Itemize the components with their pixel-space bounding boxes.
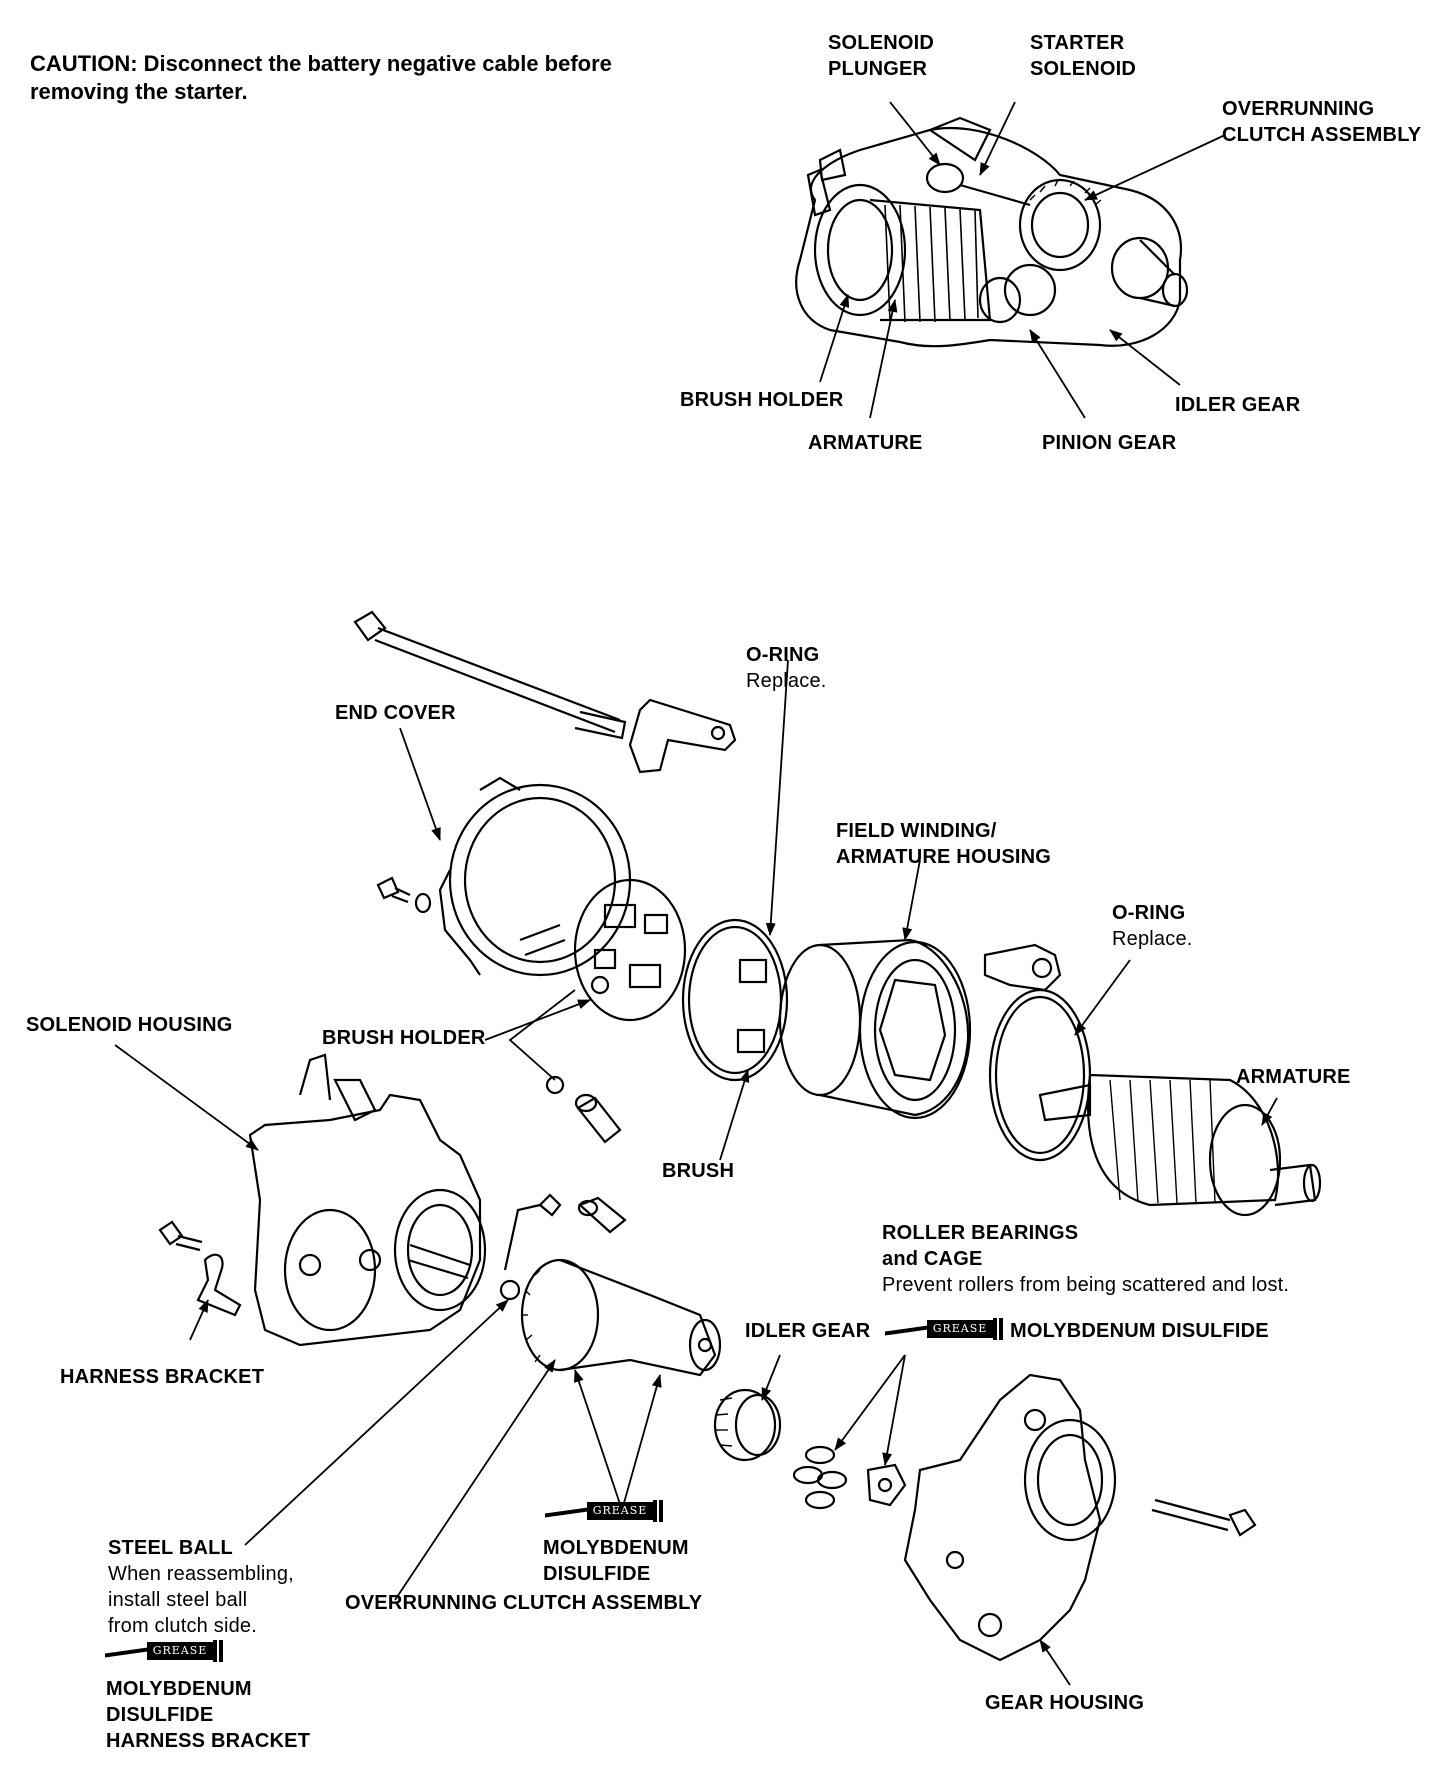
label-pinion-gear-top: PINION GEAR [1042,432,1177,454]
assembled-starter [795,116,1189,348]
o-ring-1-inner [687,925,783,1075]
label-o-ring-2: O-RING Replace. [1112,900,1193,952]
label-field-winding-text: FIELD WINDING/ ARMATURE HOUSING [836,820,1052,868]
steel-ball-part [499,1279,521,1301]
grease-tag-mid: GREASE [587,1502,653,1520]
label-idler-gear: IDLER GEAR [745,1320,871,1342]
label-roller-bearings-note: Prevent rollers from being scattered and… [882,1274,1290,1296]
label-overrunning-clutch-top: OVERRUNNING CLUTCH ASSEMBLY [1222,96,1421,148]
field-winding-housing [778,938,972,1120]
label-armature: ARMATURE [1236,1066,1351,1088]
label-o-ring-1-title: O-RING [746,644,820,666]
solenoid-housing-part [248,1053,487,1347]
label-o-ring-1: O-RING Replace. [746,642,827,694]
brush-part-1 [738,958,768,984]
roller-bearings-part [792,1445,907,1510]
label-steel-ball-title: STEEL BALL [108,1537,233,1559]
label-steel-ball: STEEL BALL When reassembling, install st… [108,1535,294,1639]
harness-bracket-part [196,1253,242,1317]
label-gear-housing: GEAR HOUSING [985,1692,1145,1714]
gear-housing-part [903,1373,1117,1662]
grease-icon-mid: GREASE [545,1500,665,1524]
label-o-ring-2-title: O-RING [1112,902,1186,924]
brush-part-2 [736,1028,766,1054]
label-brush: BRUSH [662,1160,735,1182]
label-harness-bracket: HARNESS BRACKET [60,1366,265,1388]
grease-icon-top: GREASE [885,1318,1005,1342]
brush-holder-part [573,878,687,1022]
terminal-part [983,943,1062,992]
label-roller-bearings-title: ROLLER BEARINGS and CAGE [882,1222,1079,1270]
label-overrunning-clutch-top-text: OVERRUNNING CLUTCH ASSEMBLY [1222,98,1422,146]
label-end-cover: END COVER [335,702,456,724]
end-cover-part [438,776,632,977]
leader-lines [114,101,1278,1686]
caution-note: CAUTION: Disconnect the battery negative… [30,51,612,104]
label-molybdenum-mid-text: MOLYBDENUM DISULFIDE [543,1537,689,1585]
solenoid-bolt [158,1220,203,1252]
o-ring-1-part [681,918,789,1082]
label-molybdenum-bottom: MOLYBDENUM DISULFIDE HARNESS BRACKET [106,1676,310,1754]
solenoid-screws [503,1193,627,1271]
label-overrunning-clutch: OVERRUNNING CLUTCH ASSEMBLY [345,1592,703,1614]
idler-gear-part [713,1388,782,1462]
armature-part [1038,1073,1322,1217]
label-solenoid-housing: SOLENOID HOUSING [26,1014,233,1036]
label-field-winding: FIELD WINDING/ ARMATURE HOUSING [836,818,1051,870]
label-molybdenum-bottom-text: MOLYBDENUM DISULFIDE HARNESS BRACKET [106,1678,311,1752]
grease-tag-top: GREASE [927,1320,993,1338]
brush-holder-screws [545,1075,622,1144]
grease-tag-bottom: GREASE [147,1642,213,1660]
label-molybdenum-top: MOLYBDENUM DISULFIDE [1010,1320,1269,1342]
o-ring-2-inner [994,995,1086,1155]
label-roller-bearings: ROLLER BEARINGS and CAGE Prevent rollers… [882,1220,1289,1298]
end-cover-screw [376,876,432,914]
overrunning-clutch-part [520,1258,722,1377]
label-o-ring-1-note: Replace. [746,670,827,692]
label-molybdenum-mid: MOLYBDENUM DISULFIDE [543,1535,689,1587]
label-brush-holder: BRUSH HOLDER [322,1027,486,1049]
gear-housing-bolt [1151,1498,1257,1537]
label-starter-solenoid: STARTER SOLENOID [1030,30,1136,82]
through-bolt-upper [353,610,627,740]
grease-icon-bottom: GREASE [105,1640,225,1664]
label-starter-solenoid-text: STARTER SOLENOID [1030,32,1137,80]
label-armature-top: ARMATURE [808,432,923,454]
label-brush-holder-top: BRUSH HOLDER [680,389,844,411]
o-ring-2-part [988,988,1092,1162]
label-steel-ball-note: When reassembling, install steel ball fr… [108,1563,294,1637]
label-idler-gear-top: IDLER GEAR [1175,394,1301,416]
bracket-part [628,698,737,774]
label-o-ring-2-note: Replace. [1112,928,1193,950]
label-solenoid-plunger: SOLENOID PLUNGER [828,30,934,82]
label-solenoid-plunger-text: SOLENOID PLUNGER [828,32,935,80]
